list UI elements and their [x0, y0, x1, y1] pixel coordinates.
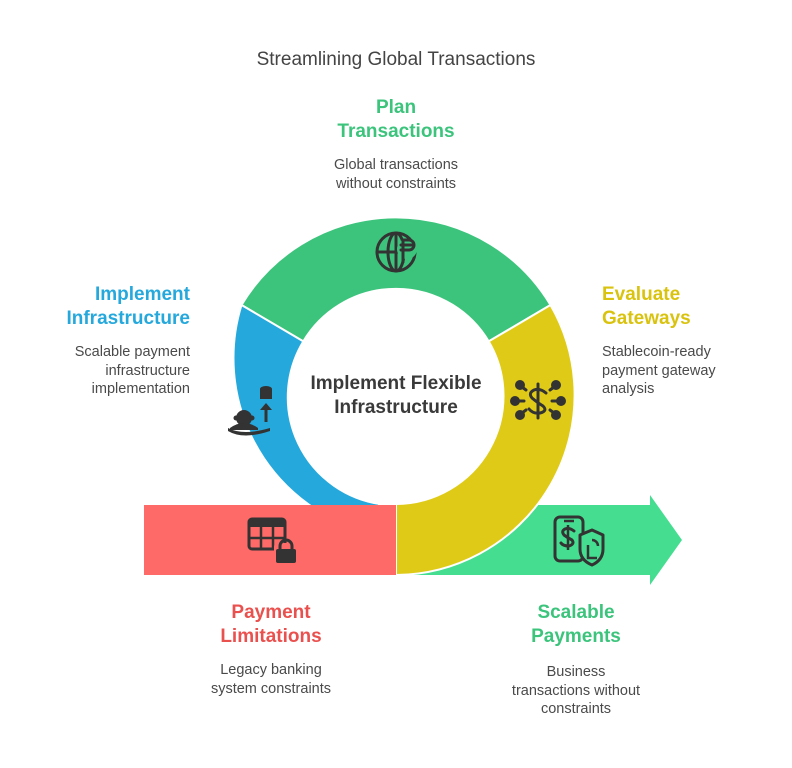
scalable-payments-heading: Scalable Payments	[531, 602, 621, 647]
database-upload-icon	[228, 386, 272, 436]
evaluate-gateways-description: Stablecoin-ready payment gateway analysi…	[602, 344, 716, 397]
implement-infrastructure-description: Scalable payment infrastructure implemen…	[74, 344, 190, 397]
locked-table-icon	[247, 517, 298, 565]
dollar-network-icon	[510, 380, 566, 420]
evaluate-gateways-heading: Evaluate Gateways	[602, 284, 691, 329]
scalable-payments-description: Business transactions without constraint…	[511, 664, 641, 717]
plan-transactions-heading: Plan Transactions	[337, 97, 455, 142]
plan-transactions-segment	[240, 216, 552, 343]
diagram-title: Streamlining Global Transactions	[256, 49, 536, 70]
implement-infrastructure-heading: Implement Infrastructure	[66, 284, 190, 329]
center-label: Implement Flexible Infrastructure	[310, 373, 482, 418]
payment-limitations-description: Legacy banking system constraints	[210, 662, 332, 697]
globe-currency-icon	[375, 231, 417, 273]
evaluate-gateways-segment	[395, 303, 576, 577]
secure-payment-icon	[553, 515, 605, 567]
payment-limitations-heading: Payment Limitations	[220, 602, 322, 647]
plan-transactions-description: Global transactions without constraints	[333, 157, 459, 192]
payment-limitations-bar	[144, 505, 396, 575]
